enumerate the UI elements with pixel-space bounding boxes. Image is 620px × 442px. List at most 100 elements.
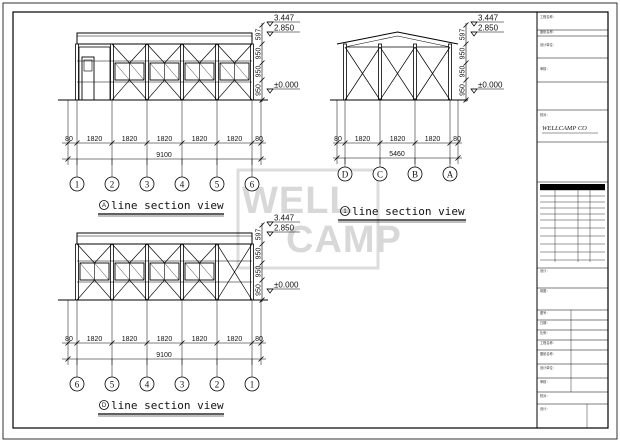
dim-tick bbox=[342, 140, 348, 146]
vertical-dimension-value: 950 bbox=[256, 266, 263, 278]
brace bbox=[234, 43, 253, 64]
elevation-symbol bbox=[266, 31, 274, 37]
elevation-eave: 2.850 bbox=[478, 24, 499, 33]
column bbox=[378, 43, 382, 101]
title-block-label: 图纸名称： bbox=[540, 351, 556, 356]
dim-tick bbox=[334, 140, 340, 146]
roof-gable bbox=[336, 31, 459, 45]
dim-tick bbox=[463, 41, 469, 47]
title-block-label: 设计单位： bbox=[540, 365, 556, 370]
brace bbox=[164, 43, 183, 64]
grid-bubble bbox=[407, 166, 423, 182]
dimension-value: 1820 bbox=[192, 336, 208, 343]
caption-text: line section view bbox=[352, 205, 465, 218]
caption-mark: D bbox=[102, 403, 107, 409]
title-block-label: 图纸名称： bbox=[540, 29, 556, 34]
dim-tick bbox=[65, 356, 71, 362]
title-block-label: 图号： bbox=[540, 310, 550, 315]
brace bbox=[199, 279, 218, 301]
elevation-ridge: 3.447 bbox=[274, 214, 295, 223]
column bbox=[145, 43, 149, 101]
dim-tick bbox=[74, 340, 80, 346]
vertical-dimension-value: 597 bbox=[460, 29, 467, 41]
watermark: WELL CAMP bbox=[236, 168, 401, 270]
brace bbox=[111, 279, 130, 301]
window-hatch bbox=[184, 262, 200, 281]
brace bbox=[76, 243, 95, 264]
vertical-dimension-value: 597 bbox=[256, 229, 263, 241]
window-hatch bbox=[164, 62, 180, 81]
roof-fascia bbox=[76, 32, 253, 45]
title-block-label: 比例： bbox=[540, 330, 550, 335]
company-name: WELLCAMP CO bbox=[542, 125, 587, 132]
brace bbox=[164, 243, 183, 264]
dim-tick bbox=[258, 356, 264, 362]
brace bbox=[216, 43, 235, 64]
grid-bubble bbox=[69, 176, 85, 192]
roof-truss bbox=[344, 35, 451, 48]
dimension-value: 1820 bbox=[157, 136, 173, 143]
dim-tick bbox=[144, 140, 150, 146]
grid-label: 5 bbox=[110, 379, 115, 389]
dimension-value: 1820 bbox=[227, 336, 243, 343]
title-block-label: 制图： bbox=[540, 288, 550, 293]
total-dimension: 5460 bbox=[389, 151, 405, 158]
brace bbox=[199, 79, 218, 101]
dimension-value: 80 bbox=[334, 136, 342, 143]
vertical-dimension-value: 950 bbox=[256, 66, 263, 78]
column bbox=[250, 243, 254, 301]
window-hatch bbox=[94, 262, 110, 281]
column bbox=[180, 243, 184, 301]
grid-bubble bbox=[244, 176, 260, 192]
elevation-ridge: 3.447 bbox=[274, 14, 295, 23]
grid-bubble bbox=[104, 376, 120, 392]
inner-border bbox=[12, 11, 609, 429]
vertical-dimension-value: 950 bbox=[460, 66, 467, 78]
window-hatch bbox=[149, 62, 165, 81]
dim-tick bbox=[259, 277, 265, 283]
x-brace bbox=[216, 243, 253, 301]
grid-label: 5 bbox=[215, 179, 220, 189]
brace bbox=[164, 79, 183, 101]
title-block-label: 设计： bbox=[540, 268, 550, 273]
door-glass bbox=[83, 59, 93, 72]
window-hatch bbox=[114, 262, 130, 281]
window-hatch bbox=[199, 262, 215, 281]
grid-label: 6 bbox=[75, 379, 80, 389]
elevation-symbol bbox=[266, 231, 274, 237]
dim-tick bbox=[455, 140, 461, 146]
dim-tick bbox=[65, 140, 71, 146]
caption-text: line section view bbox=[111, 399, 224, 412]
column bbox=[215, 43, 219, 101]
grid-label: B bbox=[412, 169, 418, 179]
dim-tick bbox=[214, 140, 220, 146]
brace bbox=[164, 279, 183, 301]
elevation-symbol bbox=[266, 88, 274, 94]
dim-tick bbox=[259, 97, 265, 103]
window-hatch bbox=[234, 62, 250, 81]
column bbox=[343, 43, 347, 101]
brace bbox=[234, 79, 253, 101]
brace bbox=[111, 43, 130, 64]
dim-tick bbox=[109, 340, 115, 346]
vertical-dimension-value: 950 bbox=[256, 284, 263, 296]
dimension-value: 1820 bbox=[192, 136, 208, 143]
grid-bubble bbox=[69, 376, 85, 392]
brace bbox=[181, 79, 200, 101]
brace bbox=[146, 279, 165, 301]
title-block: 工程名称：图纸名称：设计单位：审核：校对：设计：制图：图号：日期：比例：工程名称… bbox=[536, 12, 608, 428]
elevation-symbol bbox=[266, 221, 274, 227]
grid-bubble bbox=[442, 166, 458, 182]
brace bbox=[181, 279, 200, 301]
caption-text: line section view bbox=[111, 199, 224, 212]
window-hatch bbox=[129, 262, 145, 281]
caption-mark-circle bbox=[340, 206, 350, 216]
dim-tick bbox=[377, 140, 383, 146]
x-brace bbox=[344, 46, 381, 101]
dimension-value: 80 bbox=[65, 136, 73, 143]
column bbox=[215, 243, 219, 301]
